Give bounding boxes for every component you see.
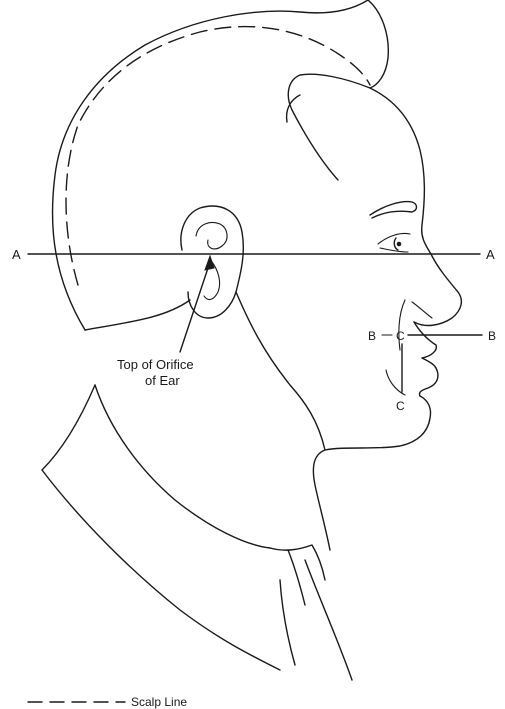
back-head-line	[85, 300, 190, 330]
label-b-right: B	[488, 329, 496, 343]
jacket-back	[95, 385, 270, 548]
eyebrow	[370, 202, 417, 218]
nostril	[412, 302, 432, 318]
label-c-top: C	[396, 329, 405, 343]
head-outline	[53, 0, 368, 330]
mouth-line	[422, 358, 436, 368]
eye-pupil	[397, 242, 400, 245]
hair-tuft	[368, 0, 388, 88]
label-b-left: B	[368, 329, 376, 343]
label-c-bottom: C	[396, 399, 405, 413]
label-a-left: A	[12, 247, 21, 262]
lower-lip	[419, 368, 437, 396]
scalp-line	[66, 27, 370, 285]
tie-line	[305, 560, 352, 680]
ear-pointer-line	[180, 262, 210, 352]
jacket-shoulder	[42, 470, 280, 670]
eye-lower-lid	[380, 248, 408, 252]
upper-lip	[414, 322, 436, 358]
ear-label-line1: Top of Orifice	[117, 357, 194, 372]
jaw-back-line	[236, 292, 325, 450]
lapel-line	[280, 580, 295, 665]
collar-fold	[288, 550, 305, 605]
shirt-collar	[270, 545, 325, 580]
label-a-right: A	[486, 247, 495, 262]
neck-back	[42, 385, 95, 470]
chin-jaw	[313, 396, 430, 550]
ear-pointer-arrowhead	[205, 256, 214, 270]
ear-label-line2: of Ear	[145, 373, 180, 388]
legend-label: Scalp Line	[131, 695, 187, 709]
ear-inner	[196, 223, 227, 249]
hairline-front	[288, 74, 370, 180]
